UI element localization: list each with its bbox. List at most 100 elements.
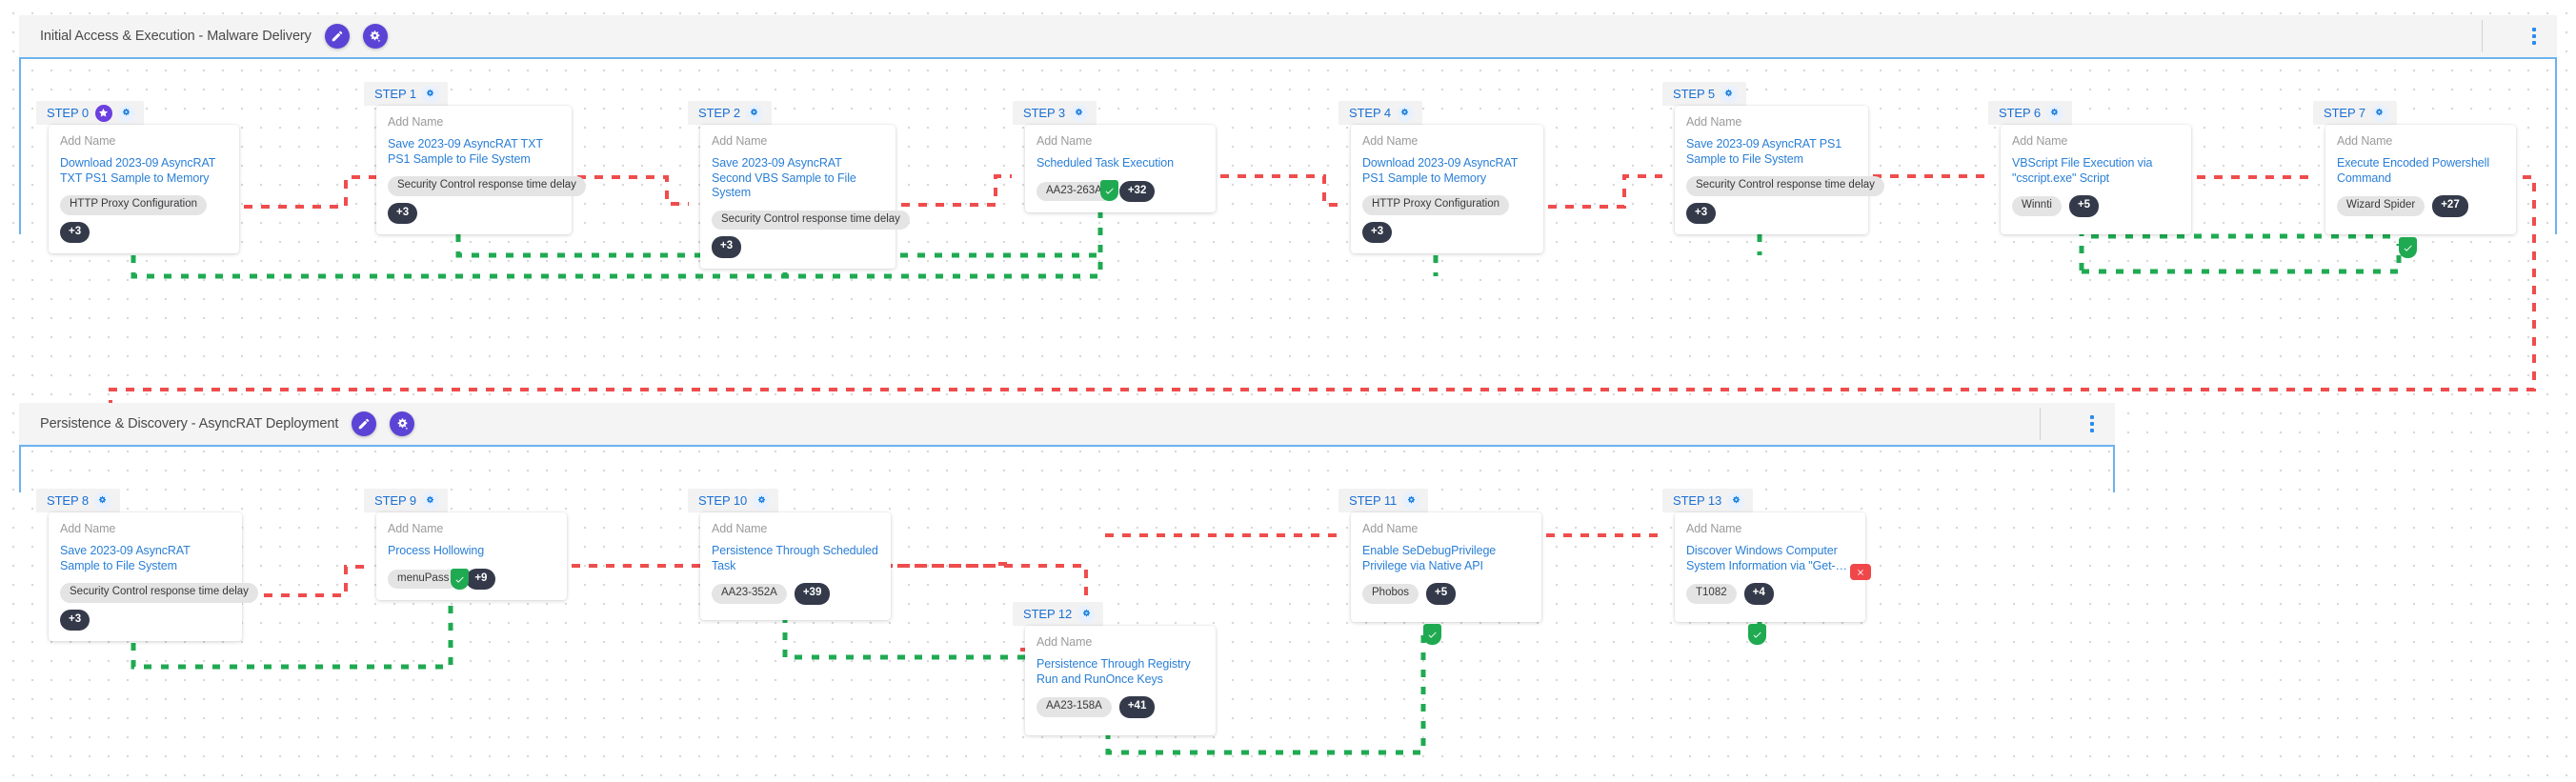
- check-shield-icon[interactable]: [1100, 180, 1118, 201]
- pencil-icon[interactable]: [352, 411, 377, 436]
- node-chip[interactable]: HTTP Proxy Configuration: [1362, 195, 1510, 215]
- gear-icon[interactable]: [117, 104, 135, 122]
- technique-title[interactable]: Execute Encoded Powershell Command: [2337, 156, 2489, 185]
- step-tab[interactable]: STEP 2: [688, 101, 772, 125]
- gear-icon[interactable]: [1077, 605, 1096, 623]
- check-shield-icon[interactable]: [451, 569, 469, 590]
- add-name-placeholder[interactable]: Add Name: [388, 115, 444, 129]
- add-name-placeholder[interactable]: Add Name: [1686, 522, 1742, 535]
- check-shield-icon[interactable]: [1423, 624, 1441, 645]
- add-name-placeholder[interactable]: Add Name: [1362, 134, 1419, 148]
- step-tab[interactable]: STEP 6: [1988, 101, 2072, 125]
- gear-sparkle-icon[interactable]: [390, 411, 415, 436]
- node-chip[interactable]: HTTP Proxy Configuration: [60, 195, 208, 215]
- more-count-badge[interactable]: +4: [1743, 583, 1774, 605]
- gear-icon[interactable]: [753, 491, 771, 510]
- step-tab[interactable]: STEP 11: [1338, 489, 1429, 512]
- gear-icon[interactable]: [1402, 491, 1420, 510]
- more-count-badge[interactable]: +3: [60, 221, 91, 243]
- pencil-icon[interactable]: [324, 24, 350, 49]
- step-tab[interactable]: STEP 7: [2313, 101, 2397, 125]
- gear-icon[interactable]: [93, 491, 111, 510]
- kebab-menu-icon[interactable]: [2090, 415, 2094, 432]
- step-tab[interactable]: STEP 1: [364, 82, 448, 106]
- step-tab[interactable]: STEP 12: [1013, 602, 1104, 626]
- more-count-badge[interactable]: +3: [388, 202, 418, 224]
- node-chip[interactable]: Security Control response time delay: [1686, 176, 1884, 196]
- node-chip[interactable]: menuPass: [388, 569, 459, 589]
- technique-title[interactable]: Download 2023-09 AsyncRAT PS1 Sample to …: [1362, 156, 1519, 185]
- gear-sparkle-icon[interactable]: [362, 24, 388, 49]
- step-tab[interactable]: STEP 5: [1662, 82, 1746, 106]
- node-chip[interactable]: Winnti: [2012, 196, 2062, 216]
- more-count-badge[interactable]: +5: [1426, 583, 1457, 605]
- step-tab[interactable]: STEP 8: [36, 489, 120, 512]
- step-tab[interactable]: STEP 4: [1338, 101, 1422, 125]
- technique-title[interactable]: Save 2023-09 AsyncRAT Second VBS Sample …: [712, 156, 856, 199]
- technique-title[interactable]: Download 2023-09 AsyncRAT TXT PS1 Sample…: [60, 156, 216, 185]
- add-name-placeholder[interactable]: Add Name: [2012, 134, 2068, 148]
- more-count-badge[interactable]: +41: [1118, 696, 1156, 718]
- check-shield-icon[interactable]: [2399, 237, 2417, 258]
- technique-title[interactable]: Enable SeDebugPrivilege Privilege via Na…: [1362, 544, 1497, 572]
- node-chip[interactable]: AA23-263A: [1036, 181, 1112, 201]
- more-count-badge[interactable]: +32: [1118, 180, 1156, 202]
- kebab-menu-icon[interactable]: [2532, 28, 2536, 45]
- gear-icon[interactable]: [745, 104, 763, 122]
- more-count-badge[interactable]: +27: [2432, 195, 2468, 217]
- gear-icon[interactable]: [2045, 104, 2063, 122]
- add-name-placeholder[interactable]: Add Name: [60, 522, 116, 535]
- node-chip[interactable]: AA23-158A: [1036, 697, 1112, 717]
- add-name-placeholder[interactable]: Add Name: [712, 522, 768, 535]
- technique-title[interactable]: Discover Windows Computer System Informa…: [1686, 544, 1847, 572]
- check-shield-icon[interactable]: [1748, 624, 1766, 645]
- more-count-badge[interactable]: +9: [466, 568, 496, 590]
- technique-title[interactable]: Persistence Through Scheduled Task: [712, 544, 878, 572]
- more-count-badge[interactable]: +3: [712, 236, 742, 258]
- step-tab[interactable]: STEP 0: [36, 101, 144, 125]
- node-chip[interactable]: Security Control response time delay: [60, 583, 258, 603]
- node-chip[interactable]: Wizard Spider: [2337, 196, 2425, 216]
- add-name-placeholder[interactable]: Add Name: [712, 134, 768, 148]
- step-tab[interactable]: STEP 13: [1662, 489, 1754, 512]
- technique-title[interactable]: Save 2023-09 AsyncRAT TXT PS1 Sample to …: [388, 137, 543, 166]
- gear-icon[interactable]: [421, 85, 439, 103]
- step-tab[interactable]: STEP 10: [688, 489, 779, 512]
- gear-icon[interactable]: [2370, 104, 2388, 122]
- add-name-placeholder[interactable]: Add Name: [1036, 134, 1093, 148]
- x-close-icon[interactable]: [1850, 564, 1871, 580]
- node-chip[interactable]: Security Control response time delay: [712, 210, 910, 230]
- gear-icon[interactable]: [1720, 85, 1738, 103]
- node-chip[interactable]: Phobos: [1362, 584, 1419, 604]
- step-tab[interactable]: STEP 3: [1013, 101, 1097, 125]
- star-icon[interactable]: [94, 104, 112, 122]
- gear-icon[interactable]: [1070, 104, 1088, 122]
- add-name-placeholder[interactable]: Add Name: [1686, 115, 1742, 129]
- node-chip[interactable]: AA23-352A: [712, 584, 787, 604]
- more-count-badge[interactable]: +3: [60, 609, 91, 631]
- node-chip[interactable]: T1082: [1686, 584, 1737, 604]
